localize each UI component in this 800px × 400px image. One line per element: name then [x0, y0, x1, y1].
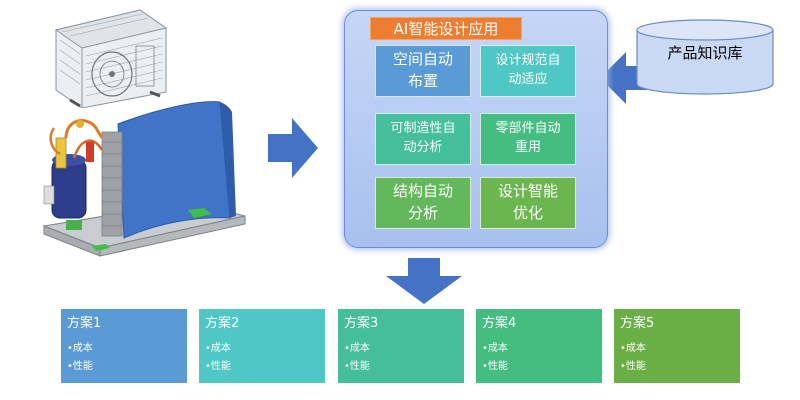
- scheme-bullet-cost: •成本: [344, 343, 370, 354]
- scheme-title: 方案1: [67, 316, 102, 331]
- scheme-title: 方案3: [344, 316, 379, 331]
- scheme-box-5[interactable]: 方案5 •成本 •性能: [614, 309, 740, 383]
- tile-label: 零部件自动 重用: [495, 121, 561, 155]
- scheme-bullet-cost: •成本: [205, 343, 231, 354]
- scheme-bullet-cost: •成本: [620, 343, 646, 354]
- ai-panel-title: AI智能设计应用: [370, 17, 522, 40]
- scheme-bullet-cost: •成本: [67, 343, 93, 354]
- ac-unit-wireframe-image: [54, 9, 168, 108]
- scheme-bullet-performance: •性能: [482, 361, 508, 372]
- ac-internal-components-image: [42, 101, 246, 257]
- tile-label: 空间自动 布置: [392, 50, 453, 90]
- tile-label: 结构自动 分析: [392, 182, 453, 222]
- scheme-bullet-performance: •性能: [620, 361, 646, 372]
- tile-manufacturability-analysis[interactable]: 可制造性自 动分析: [375, 113, 471, 165]
- right-arrow-icon: [268, 118, 318, 178]
- scheme-box-2[interactable]: 方案2 •成本 •性能: [199, 309, 325, 383]
- scheme-bullet-cost: •成本: [482, 343, 508, 354]
- scheme-bullet-performance: •性能: [344, 361, 370, 372]
- knowledge-base-cylinder-icon: [636, 19, 774, 95]
- tile-label: 设计智能 优化: [497, 182, 558, 222]
- scheme-title: 方案4: [482, 316, 517, 331]
- scheme-bullet-performance: •性能: [67, 361, 93, 372]
- scheme-title: 方案5: [620, 316, 655, 331]
- scheme-box-3[interactable]: 方案3 •成本 •性能: [338, 309, 464, 383]
- down-arrow-icon: [386, 258, 462, 304]
- tile-structure-analysis[interactable]: 结构自动 分析: [375, 177, 471, 229]
- tile-part-reuse[interactable]: 零部件自动 重用: [480, 113, 576, 165]
- scheme-box-4[interactable]: 方案4 •成本 •性能: [476, 309, 602, 383]
- scheme-box-1[interactable]: 方案1 •成本 •性能: [61, 309, 187, 383]
- scheme-title: 方案2: [205, 316, 240, 331]
- tile-label: 设计规范自 动适应: [495, 53, 561, 87]
- tile-space-auto-layout[interactable]: 空间自动 布置: [375, 45, 471, 97]
- tile-design-optimization[interactable]: 设计智能 优化: [480, 177, 576, 229]
- left-arrow-icon: [600, 52, 650, 104]
- knowledge-base-label: 产品知识库: [667, 44, 743, 62]
- scheme-bullet-performance: •性能: [205, 361, 231, 372]
- tile-label: 可制造性自 动分析: [390, 121, 456, 155]
- tile-design-spec-adapt[interactable]: 设计规范自 动适应: [480, 45, 576, 97]
